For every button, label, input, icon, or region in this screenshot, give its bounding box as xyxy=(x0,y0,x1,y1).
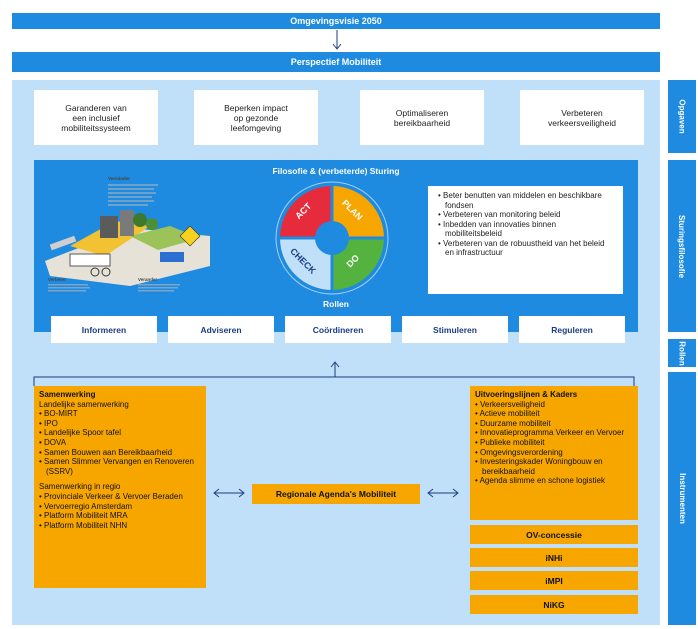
rol-reguleren: Reguleren xyxy=(519,316,625,343)
list-item: • Platform Mobiliteit NHN xyxy=(39,520,128,530)
instrument-inhi: iNHi xyxy=(470,548,638,567)
regio-title: Samenwerking in regio xyxy=(39,482,121,492)
list-item: • Innovatieprogramma Verkeer en Vervoer xyxy=(475,428,625,438)
list-item: • Samen Bouwen aan Bereikbaarheid xyxy=(39,447,173,457)
list-item: • Publieke mobiliteit xyxy=(475,437,545,447)
list-item: • Inbedden van innovaties binnen mobilit… xyxy=(438,219,557,239)
instrument-ov-concessie: OV-concessie xyxy=(470,525,638,544)
list-item: • Beter benutten van middelen en beschik… xyxy=(438,191,602,210)
pdca-cycle: ACT PLAN DO CHECK xyxy=(272,178,392,298)
uitvoeringslijnen-title: Uitvoeringslijnen & Kaders xyxy=(475,390,578,399)
side-label-sturingsfilosofie: Sturingsfilosofie xyxy=(668,160,696,332)
list-item: • Investeringskader Woningbouw en bereik… xyxy=(475,457,603,476)
list-item: • BO-MIRT xyxy=(39,409,78,419)
samenwerking-title: Samenwerking xyxy=(39,390,96,399)
list-item: • Verbeteren van de robuustheid van het … xyxy=(438,238,605,258)
list-item: • Vervoerregio Amsterdam xyxy=(39,501,133,511)
pdca-plan-segment xyxy=(332,186,384,238)
list-item: • Omgevingsverordening xyxy=(475,447,563,457)
side-label-instrumenten: Instrumenten xyxy=(668,372,696,625)
illustration-label-bottom-left: Verbeter xyxy=(48,277,67,282)
illustration-label-bottom-right: Verander xyxy=(138,277,158,282)
rol-stimuleren: Stimuleren xyxy=(402,316,508,343)
rollen-title: Rollen xyxy=(323,299,349,309)
list-item: • Duurzame mobiliteit xyxy=(475,418,551,428)
double-arrow-left-icon xyxy=(212,486,246,500)
filosofie-bullets: • Beter benutten van middelen en beschik… xyxy=(428,186,623,294)
list-item: • Agenda slimme en schone logistiek xyxy=(475,476,605,486)
filosofie-title: Filosofie & (verbeterde) Sturing xyxy=(272,166,400,176)
pdca-do-segment xyxy=(332,238,384,290)
list-item: • Platform Mobiliteit MRA xyxy=(39,511,128,521)
samenwerking-box: Samenwerking Landelijke samenwerking • B… xyxy=(34,386,206,588)
instrument-nikg: NiKG xyxy=(470,595,638,614)
side-label-opgaven: Opgaven xyxy=(668,80,696,153)
rol-adviseren: Adviseren xyxy=(168,316,274,343)
list-item: • Samen Slimmer Vervangen en Renoveren (… xyxy=(39,457,194,476)
omgevingsvisie-bar: Omgevingsvisie 2050 xyxy=(12,13,660,29)
list-item: • DOVA xyxy=(39,437,67,447)
list-item: • IPO xyxy=(39,418,58,428)
list-item: • Actieve mobiliteit xyxy=(475,409,540,419)
list-item: • Verbeteren van monitoring beleid xyxy=(438,210,561,219)
landelijk-title: Landelijke samenwerking xyxy=(39,399,129,409)
double-arrow-right-icon xyxy=(426,486,460,500)
arrow-down-icon xyxy=(330,29,344,51)
rol-informeren: Informeren xyxy=(51,316,157,343)
perspectief-bar: Perspectief Mobiliteit xyxy=(12,52,660,72)
connector-lines xyxy=(24,360,646,386)
instrument-impi: iMPI xyxy=(470,571,638,590)
rol-coordineren: Coördineren xyxy=(285,316,391,343)
list-item: • Landelijke Spoor tafel xyxy=(39,428,121,438)
illustration-label-top: Verminder xyxy=(108,176,131,181)
list-item: • Provinciale Verkeer & Vervoer Beraden xyxy=(39,491,183,501)
list-item: • Verkeersveiligheid xyxy=(475,399,545,409)
uitvoeringslijnen-box: Uitvoeringslijnen & Kaders • Verkeersvei… xyxy=(470,386,638,520)
pdca-check-segment xyxy=(280,238,332,290)
regionale-agenda-box: Regionale Agenda's Mobiliteit xyxy=(252,484,420,504)
pdca-act-segment xyxy=(280,186,332,238)
mobility-illustration: Verminder Verbeter Verander xyxy=(40,176,220,298)
side-label-rollen: Rollen xyxy=(668,339,696,367)
